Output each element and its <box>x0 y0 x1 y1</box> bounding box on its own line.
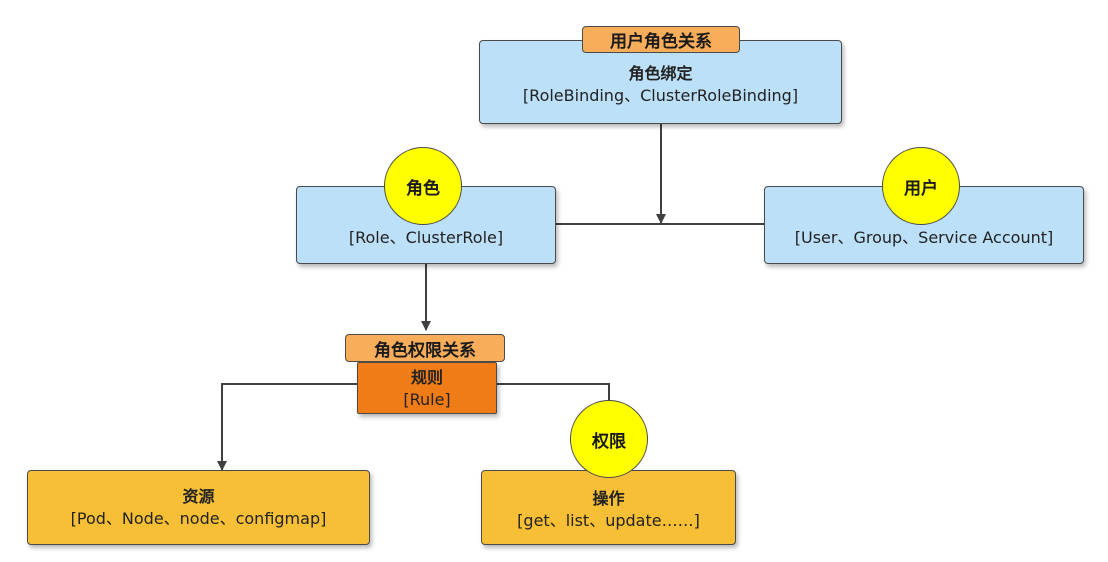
permission-badge: 权限 <box>570 400 648 478</box>
role-badge: 角色 <box>384 147 462 225</box>
rule-to-operation-line <box>497 383 610 400</box>
role-detail: [Role、ClusterRole] <box>348 228 504 247</box>
role-binding-detail: [RoleBinding、ClusterRoleBinding] <box>522 86 799 105</box>
resource-title: 资源 <box>182 486 215 506</box>
rule-title: 规则 <box>410 368 443 387</box>
resource-detail: [Pod、Node、node、configmap] <box>70 508 327 528</box>
user-badge: 用户 <box>882 147 960 225</box>
operation-title: 操作 <box>592 489 625 508</box>
user-role-relation-tag: 用户角色关系 <box>582 26 740 53</box>
user-detail: [User、Group、Service Account] <box>794 228 1054 247</box>
operation-box: 操作 [get、list、update……] <box>481 470 736 545</box>
rule-box: 规则 [Rule] <box>357 362 497 414</box>
operation-detail: [get、list、update……] <box>517 511 700 530</box>
resource-box: 资源 [Pod、Node、node、configmap] <box>27 470 370 545</box>
role-permission-relation-tag: 角色权限关系 <box>345 334 505 362</box>
role-binding-box: 角色绑定 [RoleBinding、ClusterRoleBinding] <box>479 40 842 124</box>
role-binding-title: 角色绑定 <box>628 64 693 83</box>
rule-to-resource-arrow <box>217 383 357 471</box>
rule-detail: [Rule] <box>403 390 451 409</box>
